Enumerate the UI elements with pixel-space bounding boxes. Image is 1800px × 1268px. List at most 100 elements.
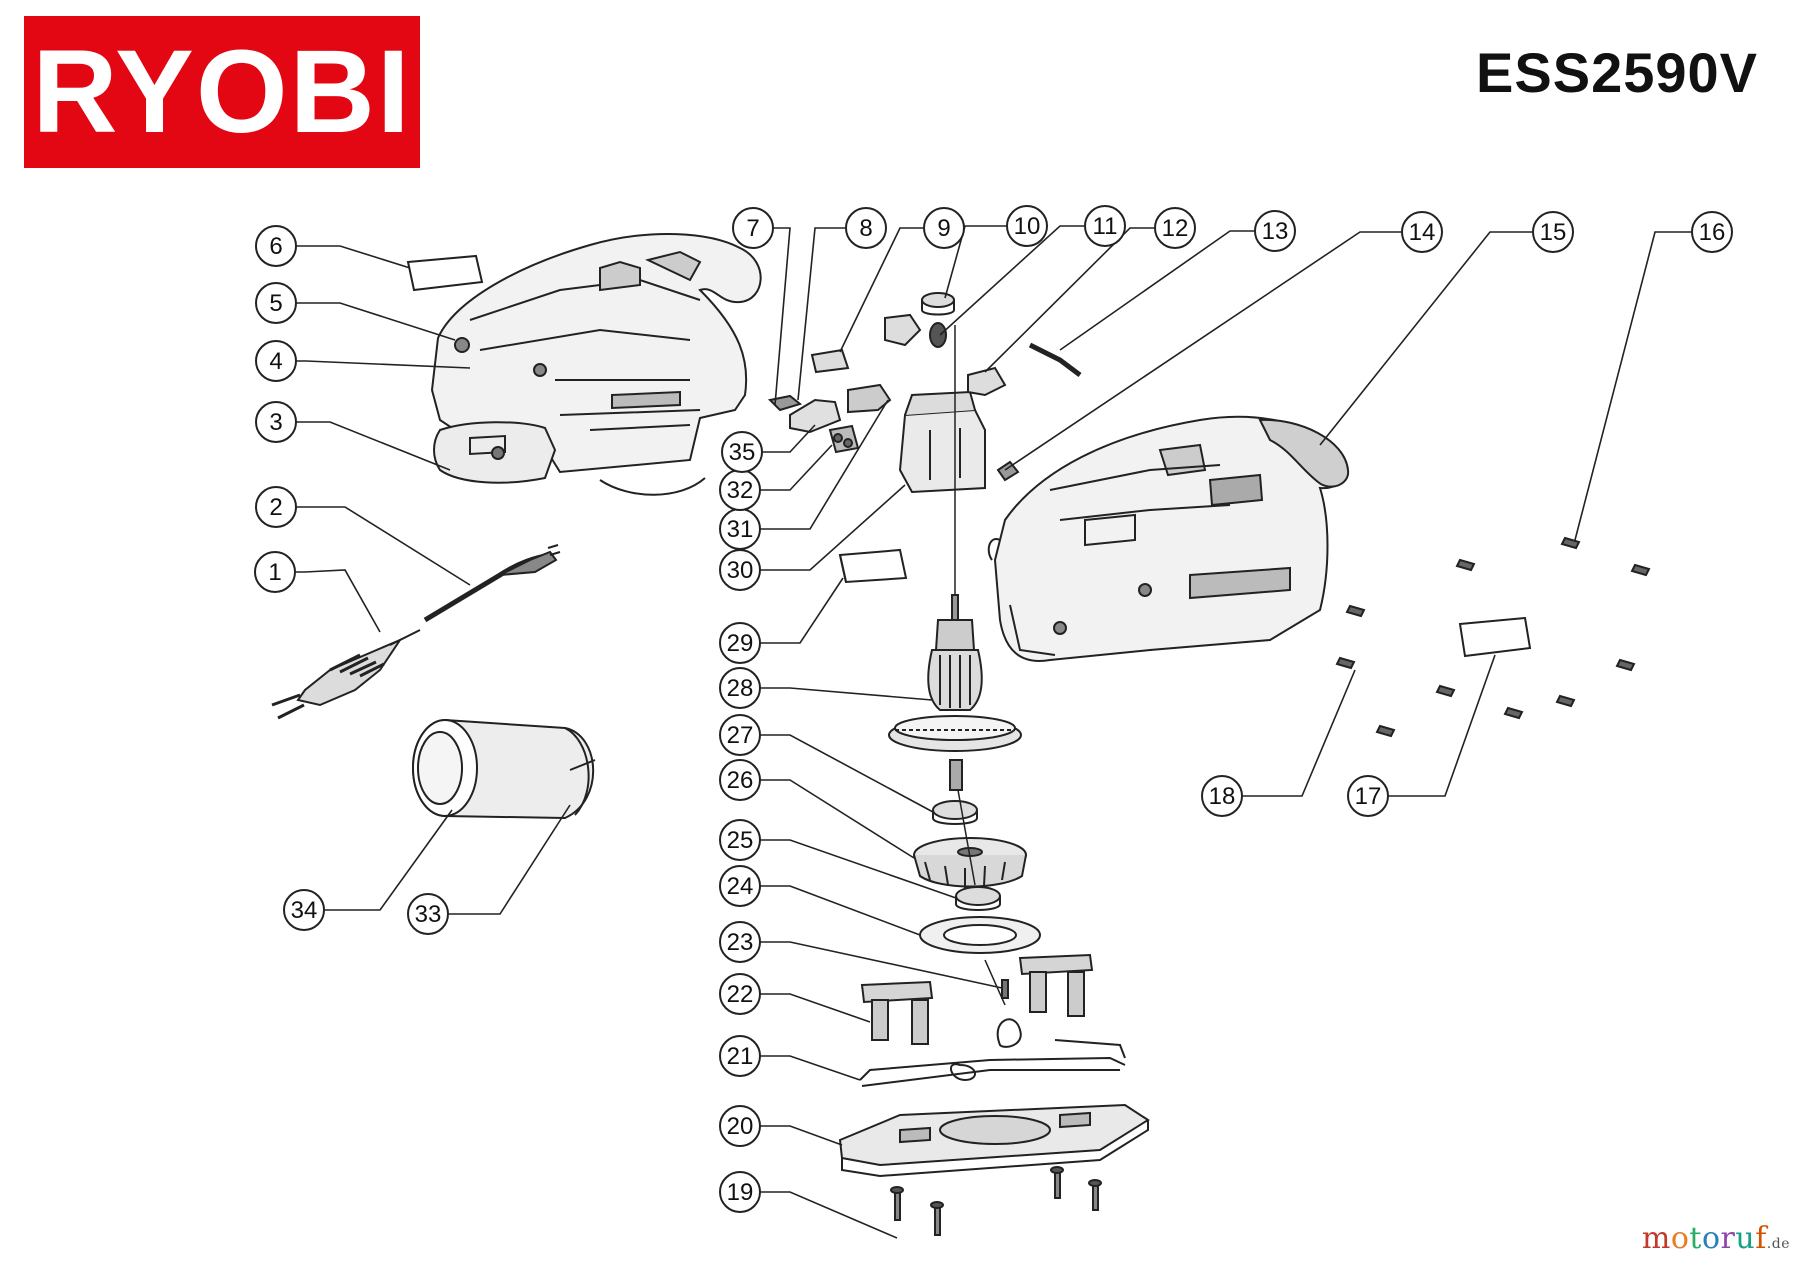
callout-1: 1 [254, 551, 296, 593]
callout-circle [719, 759, 761, 801]
callout-27: 27 [719, 714, 761, 756]
callout-circle [719, 865, 761, 907]
paper-clamp-wire [859, 1018, 1126, 1087]
callout-number: 19 [727, 1179, 754, 1206]
callout-number: 12 [1162, 215, 1189, 242]
housing-screws [1335, 536, 1651, 738]
callout-18: 18 [1201, 775, 1243, 817]
watermark-tld: .de [1766, 1236, 1790, 1252]
leader-line-22 [760, 993, 871, 1023]
left-housing-half [430, 232, 762, 496]
callout-circle [732, 207, 774, 249]
callout-circle [255, 340, 297, 382]
callout-circle [719, 973, 761, 1015]
dust-canister [412, 719, 596, 820]
callout-circle [283, 889, 325, 931]
leader-line-26 [760, 779, 915, 859]
callout-circle [1084, 205, 1126, 247]
locking-pin [1001, 979, 1009, 999]
watermark: motoruf.de [1642, 1221, 1790, 1256]
callout-circle [255, 401, 297, 443]
leader-line-7 [770, 227, 791, 406]
callout-number: 6 [269, 233, 282, 260]
callout-number: 20 [727, 1113, 754, 1140]
callout-number: 24 [727, 873, 754, 900]
callout-circle [1691, 211, 1733, 253]
callout-circle [1401, 211, 1443, 253]
callout-number: 31 [727, 516, 754, 543]
callout-circle [719, 819, 761, 861]
armature [888, 594, 1022, 791]
callout-28: 28 [719, 667, 761, 709]
callout-15: 15 [1532, 211, 1574, 253]
switch-assembly [767, 348, 892, 454]
callout-circle [719, 622, 761, 664]
callout-number: 26 [727, 767, 754, 794]
leader-line-28 [760, 687, 933, 701]
callout-35: 35 [721, 431, 763, 473]
callout-circle [719, 921, 761, 963]
callout-20: 20 [719, 1105, 761, 1147]
callout-number: 25 [727, 827, 754, 854]
callout-number: 34 [291, 897, 318, 924]
base-screws [890, 1166, 1102, 1236]
callout-7: 7 [732, 207, 774, 249]
leader-line-13 [1059, 230, 1255, 351]
callout-circle [1201, 775, 1243, 817]
callout-31: 31 [719, 508, 761, 550]
callout-number: 5 [269, 290, 282, 317]
callout-circle [719, 1035, 761, 1077]
callout-circle [1532, 211, 1574, 253]
callout-6: 6 [255, 225, 297, 267]
callout-circle [719, 1171, 761, 1213]
brand-logo: RYOBI [24, 16, 420, 168]
leader-line-16 [1574, 231, 1692, 541]
leader-line-18 [1242, 669, 1356, 797]
callout-number: 8 [859, 215, 872, 242]
callout-number: 32 [727, 477, 754, 504]
power-plug [271, 629, 421, 720]
callout-circle [255, 225, 297, 267]
callout-circle [1154, 207, 1196, 249]
callout-10: 10 [1006, 205, 1048, 247]
leader-line-24 [760, 885, 921, 936]
seal-ring [919, 916, 1041, 954]
leader-line-8 [797, 227, 846, 401]
callout-19: 19 [719, 1171, 761, 1213]
watermark-letter: o [1701, 1221, 1721, 1256]
callout-33: 33 [407, 893, 449, 935]
callout-number: 3 [269, 409, 282, 436]
callout-34: 34 [283, 889, 325, 931]
callout-22: 22 [719, 973, 761, 1015]
callout-number: 33 [415, 901, 442, 928]
callout-number: 21 [727, 1043, 754, 1070]
callout-8: 8 [845, 207, 887, 249]
label-plate-left [406, 254, 484, 292]
watermark-letter: m [1641, 1221, 1671, 1256]
leader-line-21 [760, 1055, 861, 1081]
callout-9: 9 [923, 207, 965, 249]
callout-number: 2 [269, 494, 282, 521]
callout-number: 1 [268, 559, 281, 586]
callout-circle [407, 893, 449, 935]
bearing-lower [955, 886, 1001, 906]
watermark-letter: o [1670, 1221, 1690, 1256]
callout-17: 17 [1347, 775, 1389, 817]
leader-line-12 [984, 227, 1155, 373]
callout-16: 16 [1691, 211, 1733, 253]
callout-number: 23 [727, 929, 754, 956]
leader-line-6 [296, 245, 411, 269]
leader-line-9 [839, 227, 924, 353]
callout-number: 28 [727, 675, 754, 702]
callout-circle [719, 714, 761, 756]
callout-23: 23 [719, 921, 761, 963]
callout-number: 22 [727, 981, 754, 1008]
callout-number: 30 [727, 557, 754, 584]
callout-2: 2 [255, 486, 297, 528]
callout-circle [255, 486, 297, 528]
callout-number: 35 [729, 439, 756, 466]
model-number: ESS2590V [1476, 41, 1758, 104]
callout-circle [721, 431, 763, 473]
watermark-letter: u [1735, 1221, 1756, 1256]
